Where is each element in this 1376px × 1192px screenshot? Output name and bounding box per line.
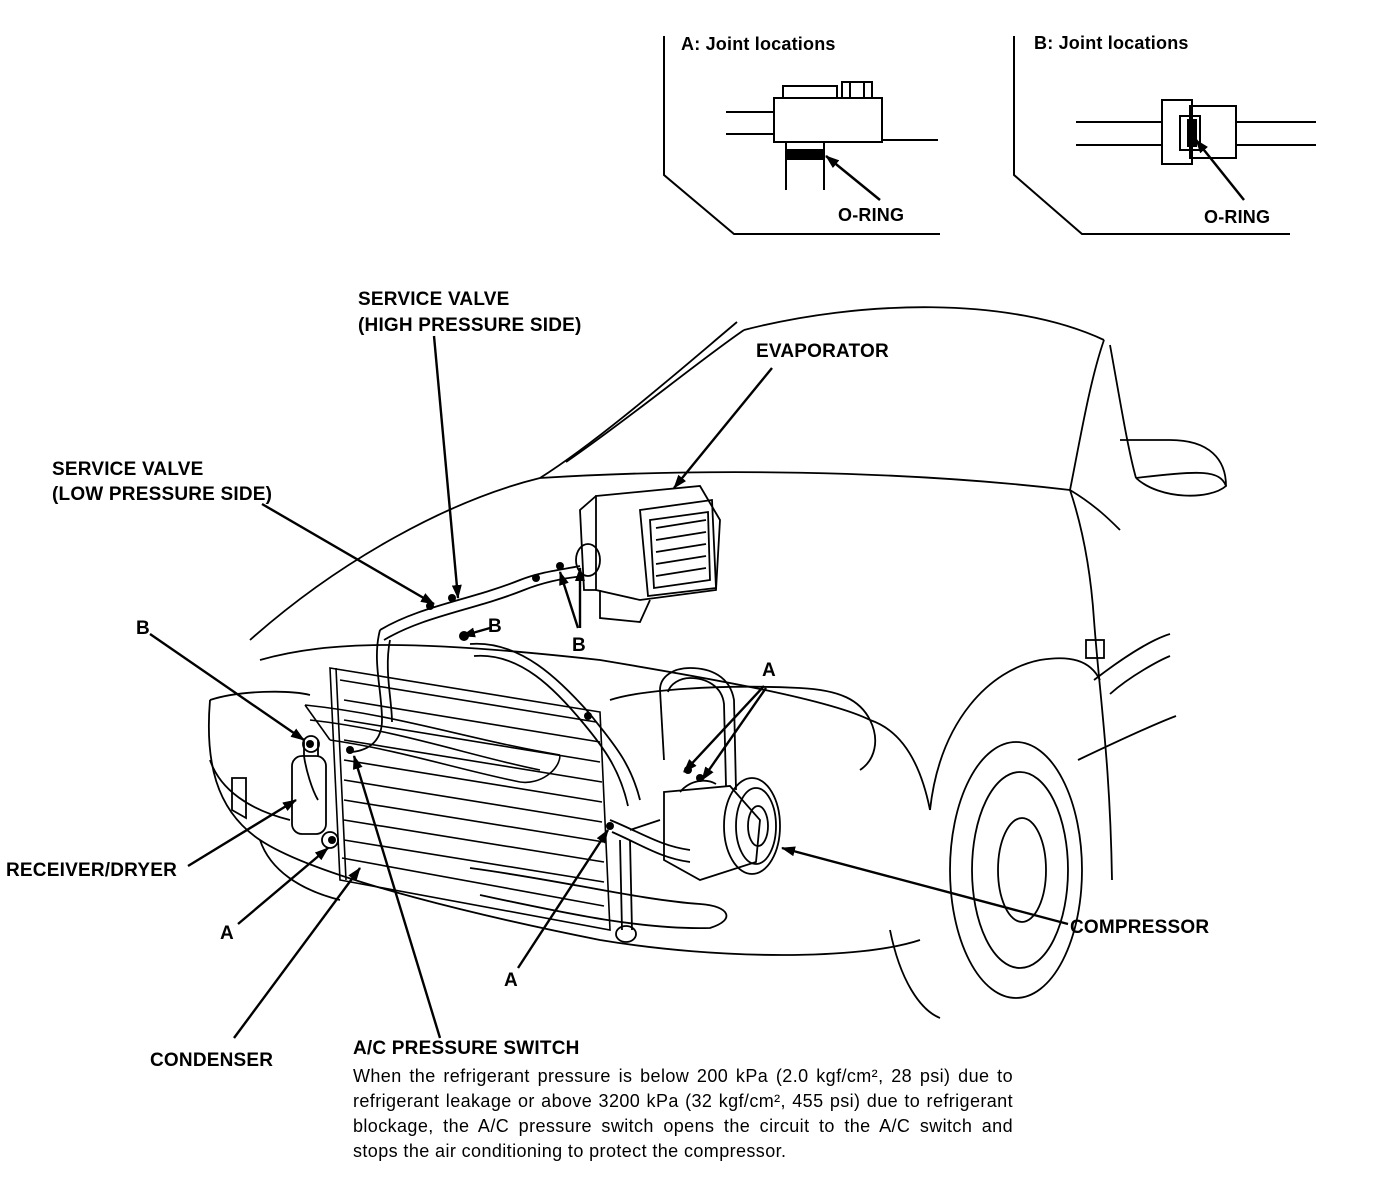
arrow-receiver-dryer [187,798,297,868]
label-condenser: CONDENSER [150,1050,274,1071]
car-body-outline [207,306,1228,1019]
inset-a-title: A: Joint locations [681,34,836,54]
label-service-valve-low-line1: SERVICE VALVE [52,459,204,480]
compressor [629,777,781,881]
arrow-joint-a-lower [516,829,610,969]
arrow-joint-a-upper-1 [683,685,765,773]
label-service-valve-high-line2: (HIGH PRESSURE SIDE) [358,315,582,336]
arrow-joint-b-evap-1 [558,571,580,629]
refrigerant-lines [303,565,737,943]
ac-pressure-switch-note: When the refrigerant pressure is below 2… [353,1066,1013,1161]
label-joint-a-upper: A [762,660,776,681]
arrow-condenser [233,867,361,1039]
label-service-valve-high-line1: SERVICE VALVE [358,289,510,310]
label-ac-pressure-switch: A/C PRESSURE SWITCH [353,1038,580,1059]
condenser [329,667,611,931]
label-joint-b-mid: B [488,616,502,637]
upper-grille [304,704,561,784]
label-receiver-dryer: RECEIVER/DRYER [6,860,178,881]
arrow-joint-a-upper-2 [701,687,767,781]
label-joint-b-left: B [136,618,150,639]
label-joint-b-evap: B [572,635,586,656]
label-joint-a-lower: A [504,970,518,991]
label-evaporator: EVAPORATOR [756,341,889,362]
arrow-joint-b-left [149,633,305,741]
inset-b-title: B: Joint locations [1034,33,1189,53]
inset-b-frame [1013,36,1290,235]
inset-a-oring-label: O-RING [838,205,905,225]
label-joint-a-left: A [220,923,234,944]
arrow-joint-a-left [237,847,329,925]
inset-b-oring-label: O-RING [1204,207,1271,227]
arrow-ac-pressure-switch [352,755,442,1039]
arrow-service-valve-low [261,502,435,606]
inset-b-joint [1076,99,1316,165]
arrow-evaporator [673,367,773,489]
label-compressor: COMPRESSOR [1070,917,1210,938]
inset-a-joint [726,81,938,190]
receiver-dryer [291,735,339,849]
label-service-valve-low-line2: (LOW PRESSURE SIDE) [52,484,273,505]
evaporator [575,485,721,623]
arrow-compressor [781,846,1069,926]
inset-b-oring-arrow [1195,139,1245,201]
inset-a-oring-arrow [825,155,881,201]
leader-arrows [149,335,1069,1039]
arrow-service-valve-high [432,335,462,599]
inset-a-frame [663,36,940,235]
arrow-joint-b-mid [461,626,491,638]
